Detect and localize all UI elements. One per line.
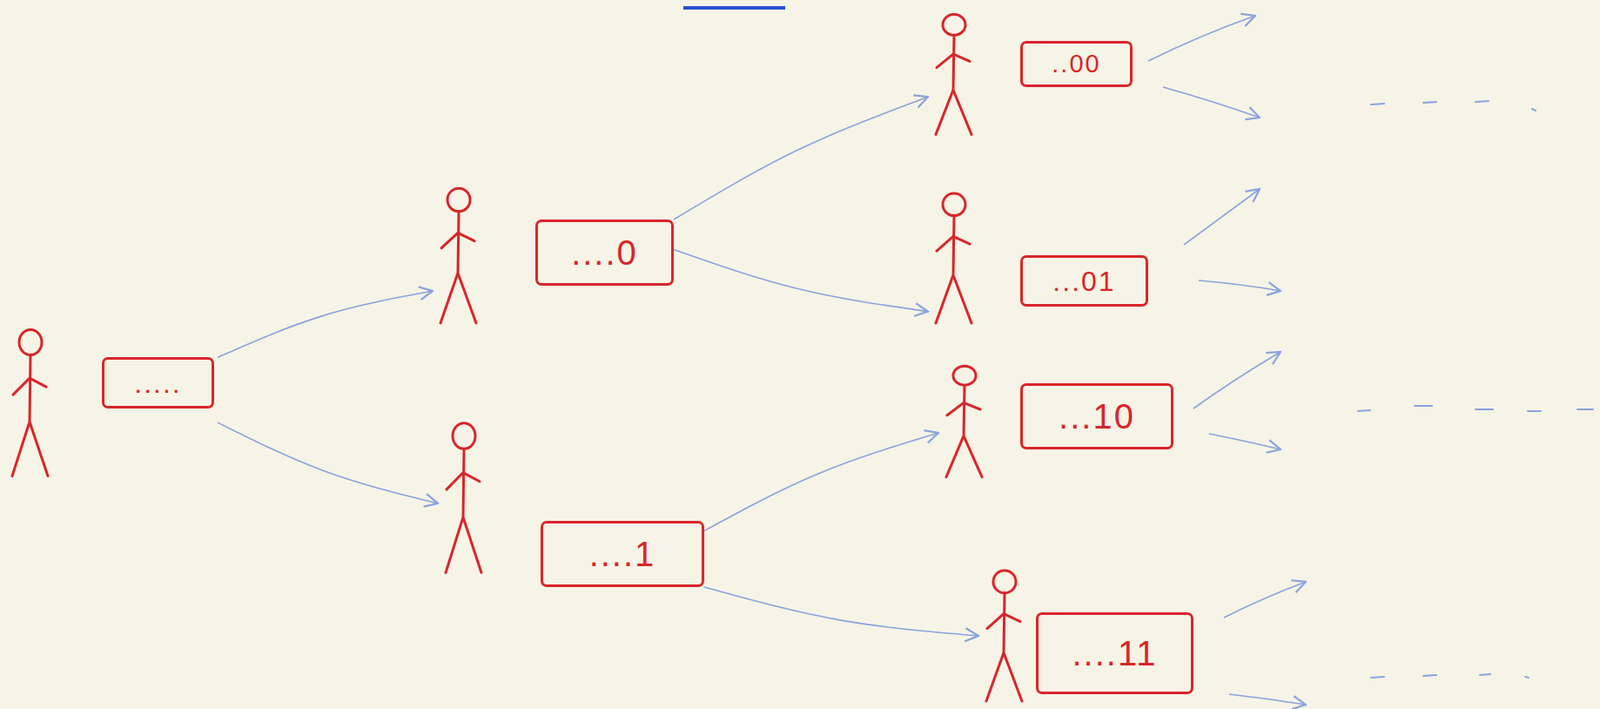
bit-string: ....1 xyxy=(589,536,657,572)
person-tape: ....11 xyxy=(978,565,1194,706)
branch-arrow xyxy=(704,432,939,531)
bit-string: ..... xyxy=(134,369,182,397)
dash xyxy=(1423,674,1437,676)
dash xyxy=(1357,410,1371,411)
branch-arrow xyxy=(217,290,433,357)
tape-box: ...01 xyxy=(1020,255,1149,307)
branch-arrow xyxy=(217,422,438,504)
person-tape: ..... xyxy=(4,324,218,480)
cut-underline xyxy=(683,6,786,10)
tape-box: ....0 xyxy=(535,219,674,286)
tape-box: ....11 xyxy=(1035,611,1194,694)
tape-box: ...10 xyxy=(1020,383,1174,450)
dash xyxy=(1475,408,1493,411)
bit-string: ...01 xyxy=(1052,267,1116,296)
person-tape: ....1 xyxy=(437,417,705,589)
stick-figure xyxy=(935,14,972,135)
person-tape: ..00 xyxy=(927,10,1133,140)
stick-figure xyxy=(986,570,1022,701)
bit-string: ....0 xyxy=(571,235,639,270)
open-arrow xyxy=(1198,280,1281,291)
stick-figure xyxy=(12,329,48,477)
continuation-dashes xyxy=(1357,100,1594,678)
open-arrow xyxy=(1229,693,1306,705)
open-arrow xyxy=(1193,351,1281,409)
dash xyxy=(1423,101,1437,103)
tape-box: ..00 xyxy=(1020,40,1133,88)
dash xyxy=(1371,676,1385,678)
open-arrow xyxy=(1148,15,1256,61)
tape-box: ..... xyxy=(101,356,215,409)
bit-string: ...10 xyxy=(1058,398,1136,434)
branch-arrow xyxy=(673,248,928,311)
bit-string: ..00 xyxy=(1051,51,1101,77)
dash xyxy=(1525,676,1529,678)
open-arrow xyxy=(1163,87,1260,118)
person-tape: ....0 xyxy=(432,183,674,327)
bit-string: ....11 xyxy=(1072,635,1158,671)
dash xyxy=(1414,404,1432,407)
tape-box: ....1 xyxy=(540,520,705,587)
dash xyxy=(1577,408,1594,411)
branch-arrow xyxy=(704,586,979,636)
stick-figure xyxy=(445,423,482,573)
dash xyxy=(1475,100,1489,102)
dash xyxy=(1371,103,1385,105)
stick-figure xyxy=(440,188,477,323)
person-tape: ...10 xyxy=(938,362,1174,480)
open-arrow xyxy=(1183,188,1260,245)
person-tape: ...01 xyxy=(927,188,1149,327)
stick-figure xyxy=(935,193,972,323)
dash xyxy=(1532,108,1536,111)
stick-figure xyxy=(946,365,982,477)
open-arrow xyxy=(1223,581,1306,618)
open-arrows xyxy=(1148,15,1306,705)
open-arrow xyxy=(1209,433,1281,450)
branch-arrow xyxy=(673,96,928,220)
dash xyxy=(1479,673,1491,675)
dash xyxy=(1527,410,1541,412)
